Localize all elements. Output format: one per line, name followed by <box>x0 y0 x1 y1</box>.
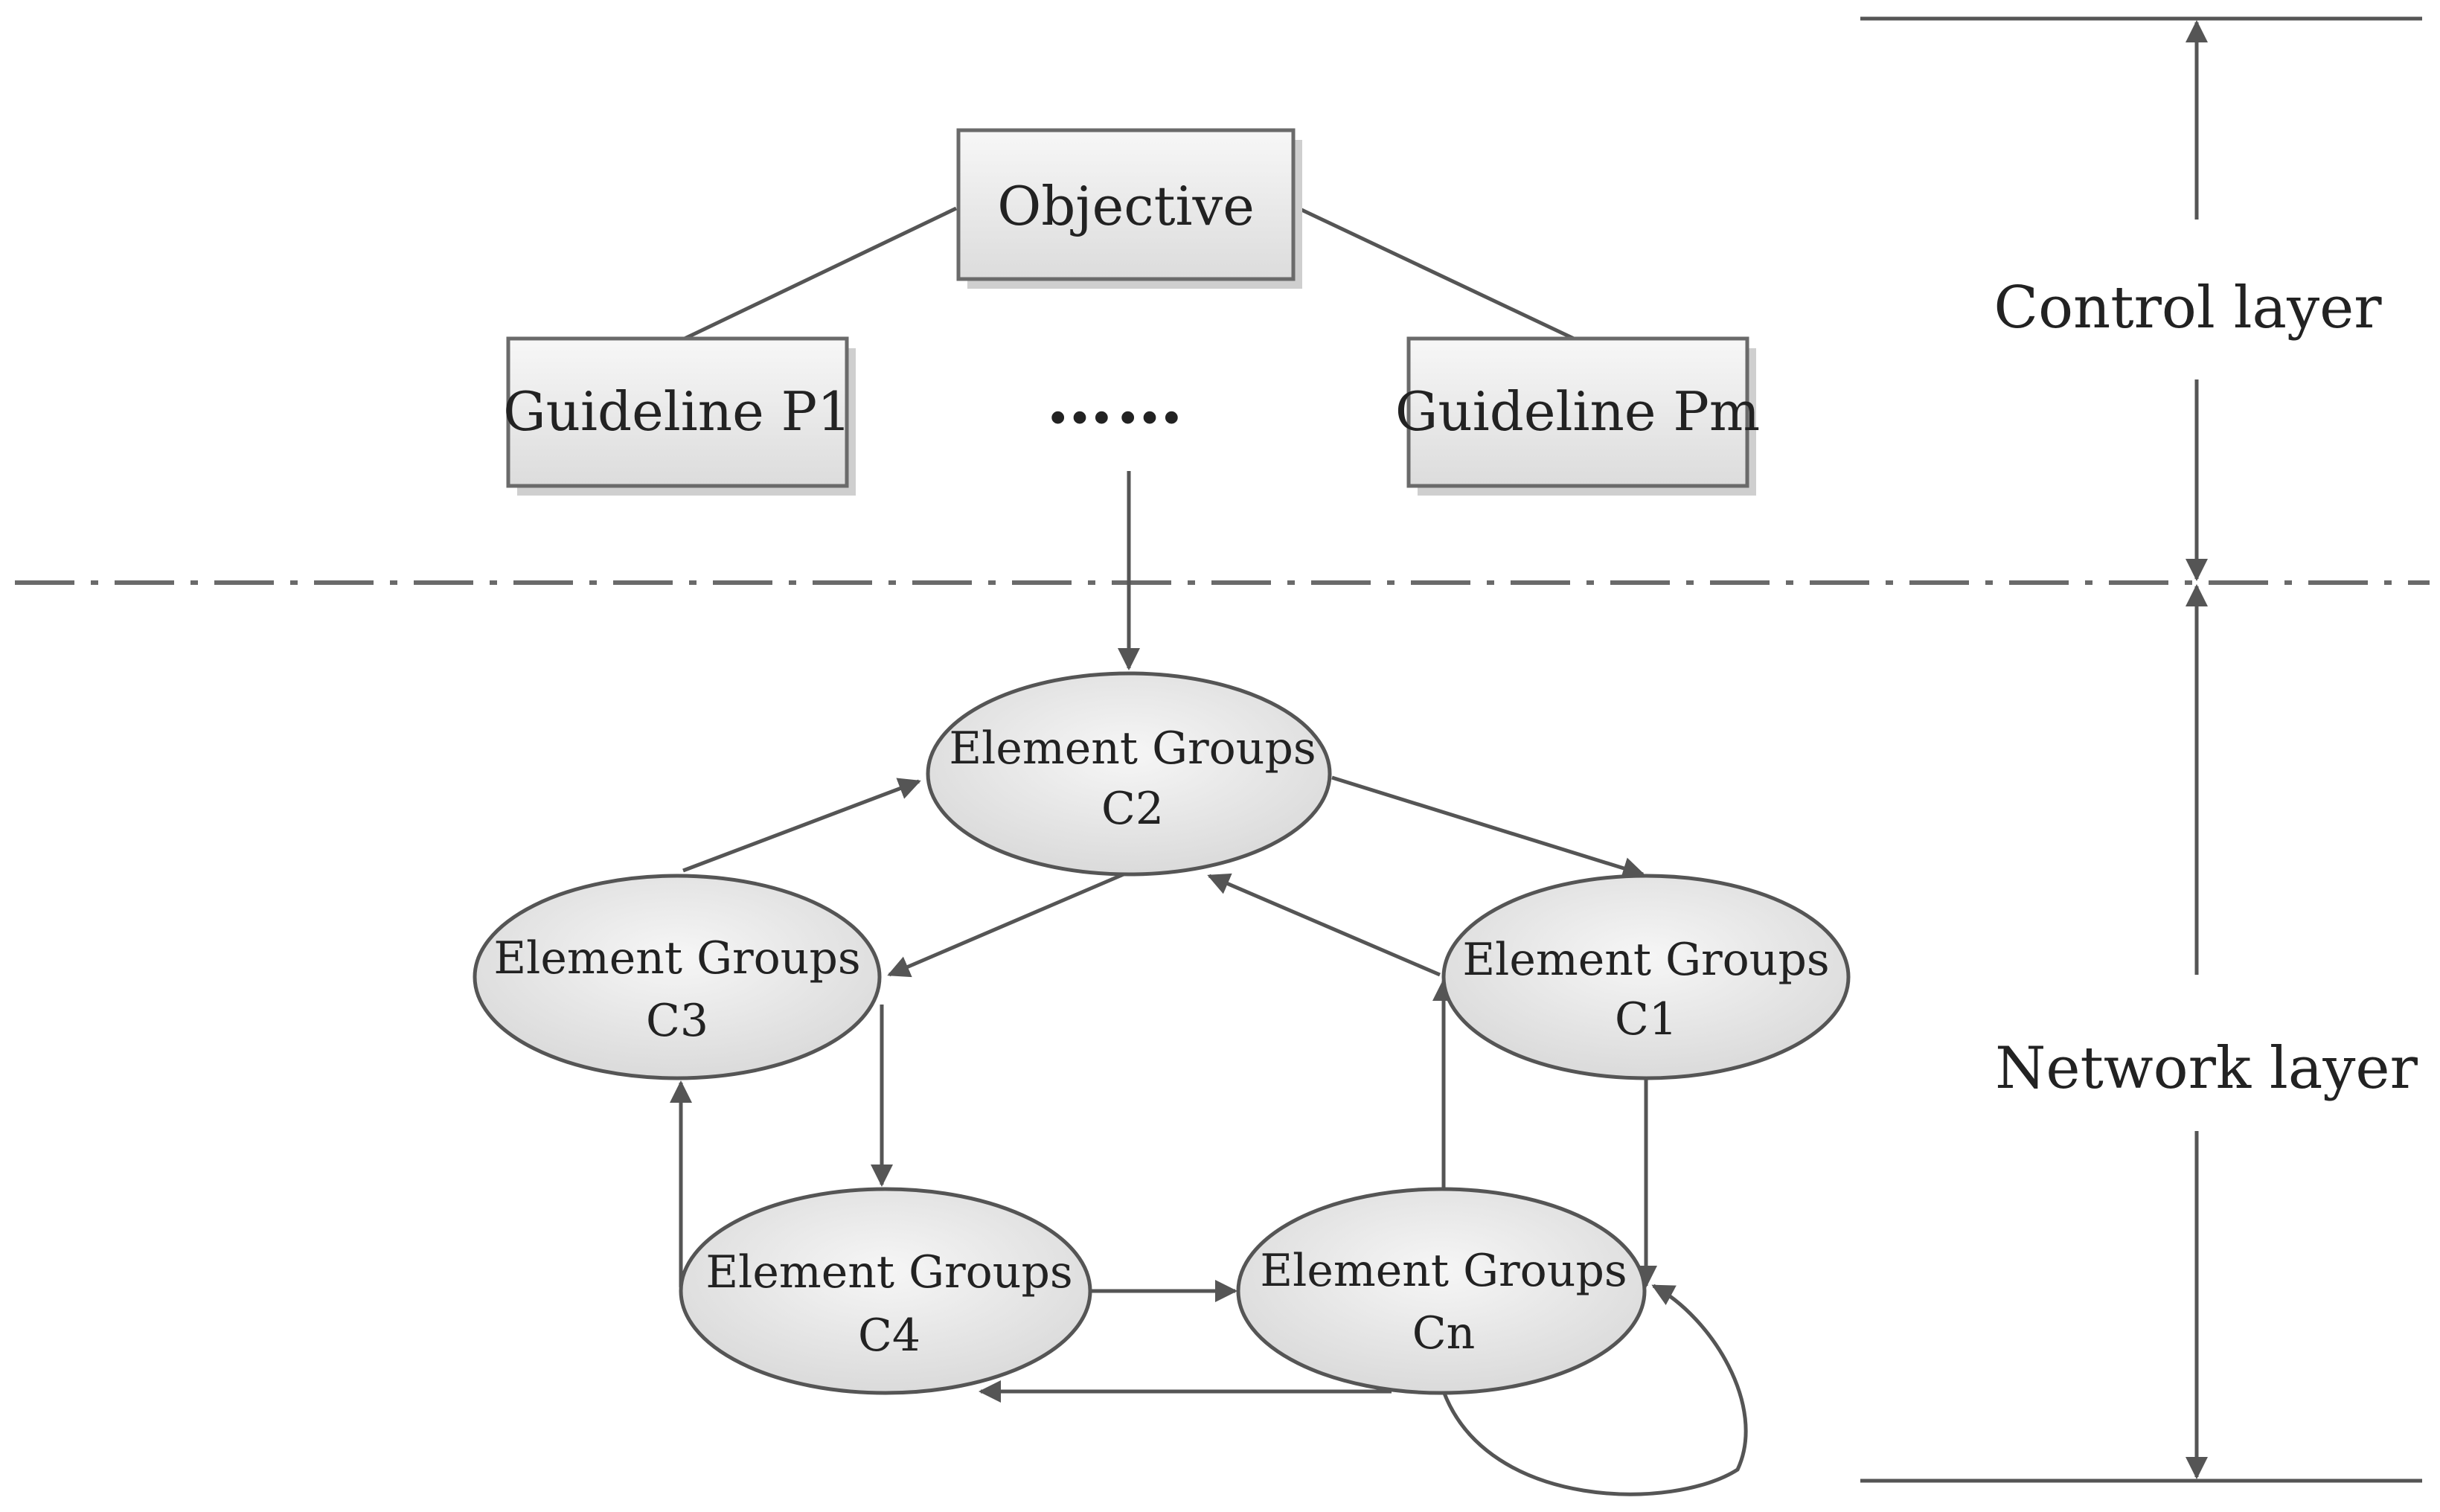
objective-label: Objective <box>997 175 1255 237</box>
element-group-c1-title: Element Groups <box>1462 934 1829 986</box>
control-layer-label: Control layer <box>1994 275 2382 342</box>
guideline-p1-box: Guideline P1 <box>503 336 856 496</box>
guideline-pm-box: Guideline Pm <box>1395 336 1760 496</box>
c2-to-c3-arrow <box>887 872 1124 978</box>
objective-to-p1-link <box>683 206 958 341</box>
c3-to-c2-arrow <box>682 778 921 873</box>
element-group-cn: Element Groups Cn <box>1236 1187 1647 1395</box>
element-group-c4-title: Element Groups <box>705 1246 1072 1298</box>
guideline-ellipsis: …… <box>1046 360 1186 439</box>
element-group-c4-id: C4 <box>858 1310 920 1362</box>
guideline-p1-label: Guideline P1 <box>503 380 851 443</box>
c1-to-c2-arrow <box>1207 873 1441 977</box>
element-group-cn-title: Element Groups <box>1260 1245 1627 1297</box>
cn-self-loop-arrow <box>1441 1284 1748 1496</box>
element-group-c3-id: C3 <box>646 995 708 1047</box>
element-group-c2-id: C2 <box>1101 783 1164 835</box>
element-group-cn-id: Cn <box>1412 1307 1476 1359</box>
objective-to-pm-link <box>1297 206 1575 341</box>
element-group-c2-title: Element Groups <box>949 723 1316 775</box>
element-group-c4: Element Groups C4 <box>679 1187 1092 1395</box>
element-group-c1-id: C1 <box>1615 993 1677 1045</box>
guideline-pm-label: Guideline Pm <box>1395 380 1760 443</box>
c2-to-c1-arrow <box>1331 775 1645 880</box>
element-group-c1: Element Groups C1 <box>1441 874 1851 1080</box>
element-group-c2: Element Groups C2 <box>926 671 1332 877</box>
element-group-c3-title: Element Groups <box>493 932 860 984</box>
objective-box: Objective <box>956 128 1302 289</box>
network-layer-label: Network layer <box>1995 1035 2418 1102</box>
element-group-c3: Element Groups C3 <box>473 874 882 1080</box>
